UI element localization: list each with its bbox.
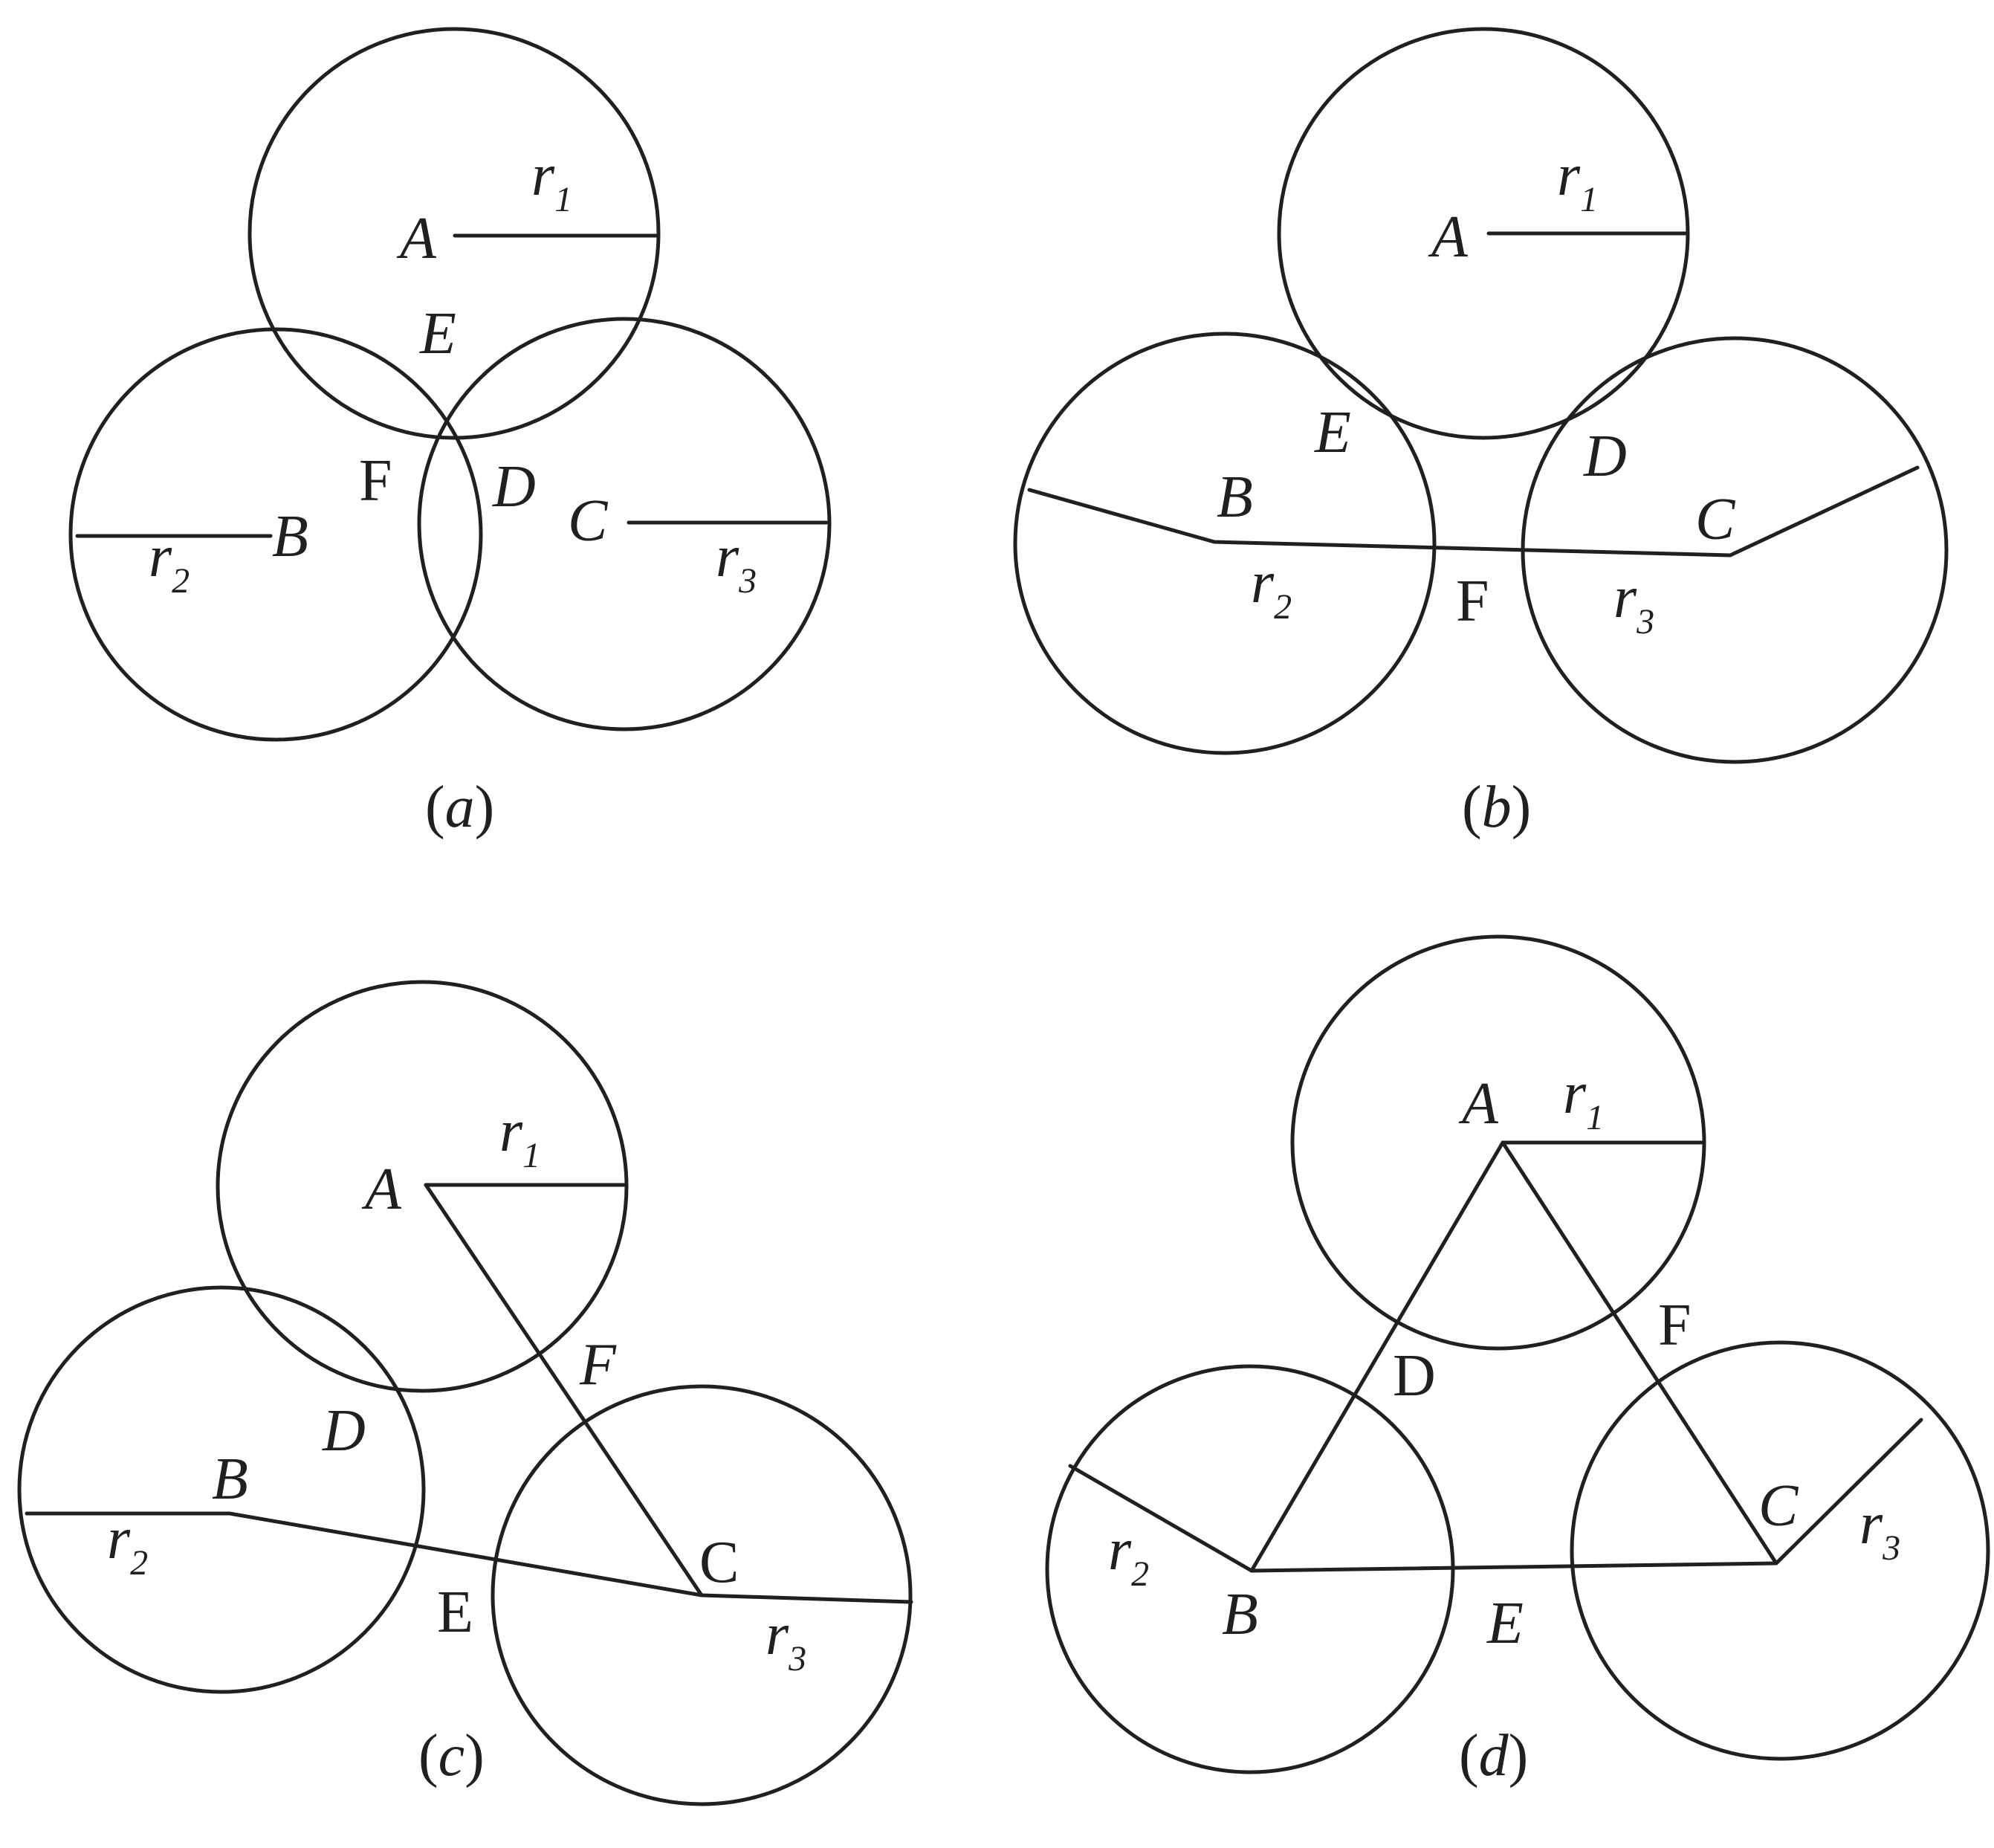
label-D: D <box>1393 1343 1436 1409</box>
radius-r3 <box>1774 1418 1923 1566</box>
label-B: B <box>212 1447 248 1512</box>
panel-b: A r1 E D B C r2 F r3 (b) <box>1013 27 1949 840</box>
polyline-radius-r2-center-line <box>1027 465 1920 558</box>
radius-r2 <box>1068 1464 1254 1573</box>
label-r1: r1 <box>1563 1061 1604 1137</box>
label-r2: r2 <box>149 524 190 601</box>
label-C: C <box>1695 487 1736 552</box>
panel-d: A r1 F D C r3 r2 B E (d) <box>1045 934 1990 1789</box>
circle-a <box>247 27 661 440</box>
circle-b <box>68 327 483 742</box>
label-F: F <box>1658 1293 1692 1358</box>
circle-b <box>17 1285 426 1694</box>
circle-b <box>1013 332 1437 755</box>
label-E: E <box>419 301 456 366</box>
label-E: E <box>1314 400 1351 465</box>
label-r1: r1 <box>1557 143 1598 219</box>
label-r3: r3 <box>765 1602 806 1679</box>
label-B: B <box>1222 1582 1258 1647</box>
line-A-to-C <box>424 1183 704 1597</box>
label-r2: r2 <box>107 1506 148 1583</box>
circle-c <box>1570 1340 1990 1761</box>
label-r3: r3 <box>1859 1491 1900 1568</box>
label-A: A <box>1458 1071 1499 1137</box>
label-r3: r3 <box>1613 565 1654 642</box>
label-r3: r3 <box>716 524 757 601</box>
triangle-ABC <box>1249 1140 1778 1573</box>
panel-a: A r1 E F D B C r2 r3 (a) <box>68 27 832 840</box>
caption-d: (d) <box>1459 1723 1528 1789</box>
circle-a <box>1290 934 1706 1351</box>
label-A: A <box>361 1157 402 1222</box>
label-E: E <box>1486 1591 1524 1656</box>
label-B: B <box>1217 465 1253 530</box>
label-F: F <box>1456 569 1489 634</box>
label-D: D <box>1583 424 1627 489</box>
label-A: A <box>1428 204 1469 270</box>
label-r1: r1 <box>499 1099 540 1175</box>
caption-c: (c) <box>418 1723 485 1789</box>
polyline-radius-r2-to-C-radius-r3 <box>25 1511 913 1604</box>
label-B: B <box>272 504 308 569</box>
caption-b: (b) <box>1462 775 1531 840</box>
label-E: E <box>437 1580 473 1645</box>
panel-c: A r1 F D B r2 C E r3 (c) <box>17 980 913 1806</box>
label-A: A <box>396 206 437 271</box>
caption-a: (a) <box>425 775 494 840</box>
label-C: C <box>699 1530 739 1595</box>
circle-c <box>491 1384 913 1806</box>
label-C: C <box>568 488 609 554</box>
label-F: F <box>359 448 392 514</box>
label-r1: r1 <box>531 143 572 219</box>
label-r2: r2 <box>1251 550 1292 627</box>
label-C: C <box>1758 1473 1799 1539</box>
label-D: D <box>492 454 536 520</box>
circle-c <box>417 317 832 731</box>
label-D: D <box>322 1398 366 1464</box>
label-r2: r2 <box>1108 1517 1149 1594</box>
label-F: F <box>579 1332 617 1398</box>
circle-a <box>216 980 629 1393</box>
